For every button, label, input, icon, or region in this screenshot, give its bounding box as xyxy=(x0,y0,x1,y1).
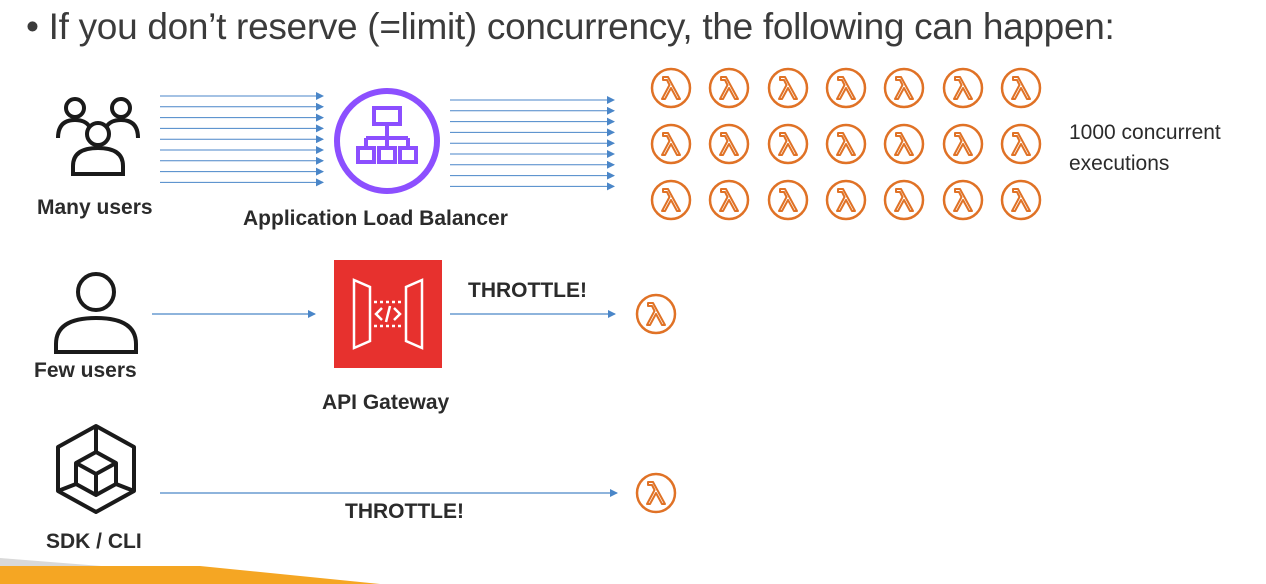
concurrent-line2: executions xyxy=(1069,152,1170,175)
sdk-cube-icon xyxy=(56,424,136,514)
lambda-icon xyxy=(942,67,984,109)
lambda-icon xyxy=(825,179,867,221)
users-to-alb-arrows xyxy=(160,92,324,187)
user-icon xyxy=(54,272,138,354)
lambda-icon xyxy=(942,123,984,165)
lambda-icon xyxy=(825,67,867,109)
alb-to-lambda-arrows xyxy=(450,96,615,191)
lambda-icon xyxy=(1000,179,1042,221)
lambda-icon xyxy=(883,123,925,165)
slide-title: •If you don’t reserve (=limit) concurren… xyxy=(26,6,1115,48)
lambda-icon xyxy=(1000,67,1042,109)
lambda-icon xyxy=(767,67,809,109)
users-icon xyxy=(56,97,140,176)
lambda-icon xyxy=(650,179,692,221)
concurrent-executions-label: 1000 concurrent executions xyxy=(1069,117,1221,179)
lambda-icon xyxy=(650,123,692,165)
api-gateway-label: API Gateway xyxy=(322,391,450,414)
alb-label: Application Load Balancer xyxy=(243,207,508,230)
lambda-icon xyxy=(1000,123,1042,165)
lambda-icon xyxy=(942,179,984,221)
lambda-icon xyxy=(635,293,677,335)
lambda-icon xyxy=(767,123,809,165)
load-balancer-icon xyxy=(334,88,440,194)
lambda-icon xyxy=(708,179,750,221)
lambda-icon xyxy=(650,67,692,109)
title-text: If you don’t reserve (=limit) concurrenc… xyxy=(48,6,1115,47)
sdk-throttle-label: THROTTLE! xyxy=(345,500,464,523)
concurrent-line1: 1000 concurrent xyxy=(1069,121,1221,144)
lambda-icon xyxy=(635,472,677,514)
few-users-label: Few users xyxy=(34,359,137,382)
footer-bar xyxy=(0,558,380,584)
many-users-label: Many users xyxy=(37,196,153,219)
api-throttle-label: THROTTLE! xyxy=(468,279,587,302)
lambda-icon xyxy=(883,179,925,221)
api-gateway-icon xyxy=(334,260,442,368)
lambda-icon xyxy=(883,67,925,109)
lambda-icon xyxy=(708,123,750,165)
lambda-icon xyxy=(708,67,750,109)
title-bullet: • xyxy=(26,6,39,47)
lambda-icon xyxy=(825,123,867,165)
sdk-cli-label: SDK / CLI xyxy=(46,530,142,553)
lambda-icon xyxy=(767,179,809,221)
